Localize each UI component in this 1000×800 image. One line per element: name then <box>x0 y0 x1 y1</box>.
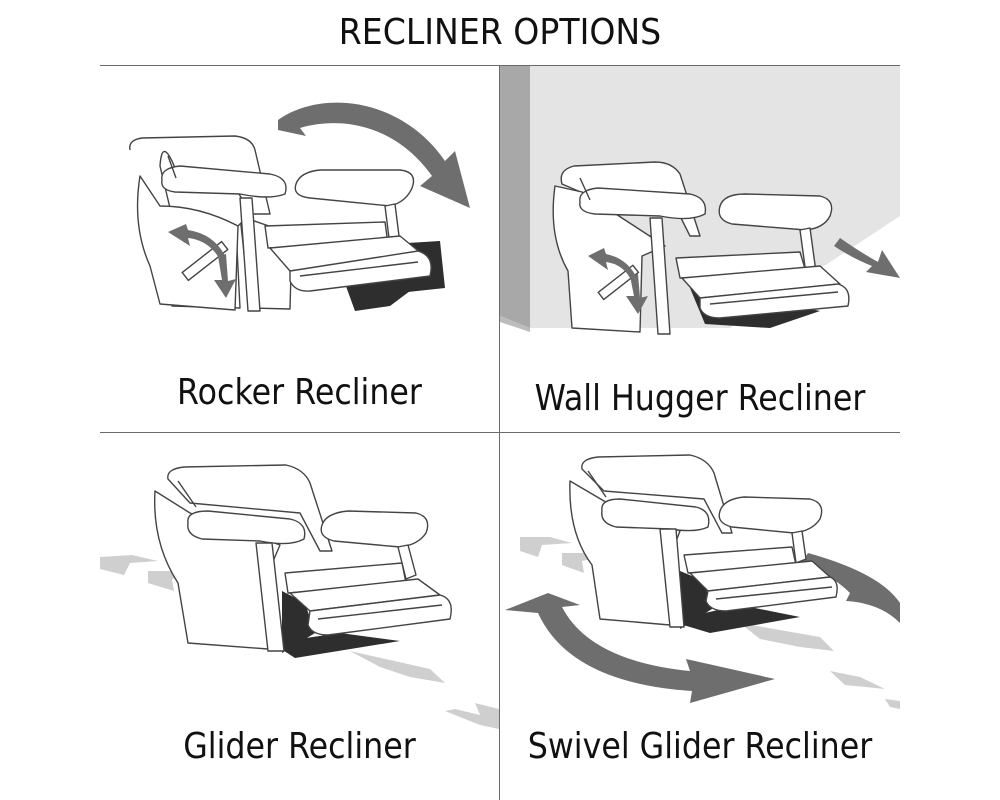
panel-label-rocker-recliner: Rocker Recliner <box>177 372 422 413</box>
grid-divider-vertical <box>499 65 500 800</box>
panel-label-glider-recliner: Glider Recliner <box>183 726 416 767</box>
grid-divider-middle <box>100 432 900 433</box>
wall-hugger-illustration <box>500 66 900 335</box>
glide-arrows-icon <box>100 555 499 729</box>
rocker-illustration <box>129 102 470 312</box>
recliner-chair-icon <box>129 135 445 312</box>
panel-swivel-glider-recliner <box>500 433 900 800</box>
slide-forward-arrow-icon <box>834 238 900 278</box>
glider-illustration <box>100 464 499 729</box>
panel-wall-hugger-recliner <box>500 66 900 432</box>
recline-lever-arrow-icon <box>168 224 236 298</box>
swivel-glider-illustration <box>505 454 900 709</box>
rocking-arrow-icon <box>278 102 470 208</box>
panel-label-swivel-glider-recliner: Swivel Glider Recliner <box>527 726 873 767</box>
recliner-chair-icon <box>569 454 838 633</box>
panel-label-wall-hugger-recliner: Wall Hugger Recliner <box>534 378 866 419</box>
page-title: RECLINER OPTIONS <box>338 12 662 53</box>
recliner-chair-icon <box>153 464 452 658</box>
panel-rocker-recliner <box>100 66 499 432</box>
swivel-arrow-icon <box>505 553 900 703</box>
glide-arrows-icon <box>520 537 900 709</box>
panel-glider-recliner <box>100 433 499 800</box>
recline-lever-arrow-icon <box>588 248 648 314</box>
grid-divider-top <box>100 65 900 66</box>
